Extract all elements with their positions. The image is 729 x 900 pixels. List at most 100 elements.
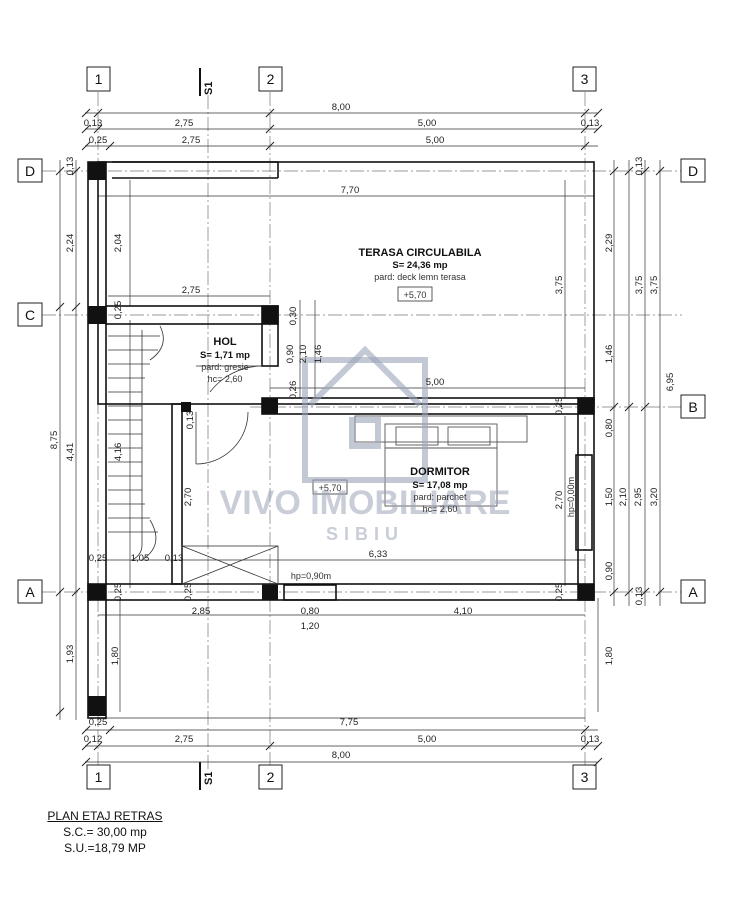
room-name-bedroom: DORMITOR: [410, 466, 470, 478]
dim-text: 0,26: [288, 381, 299, 400]
dim-text: 0,13: [165, 553, 184, 564]
dim-text: 0,25: [554, 583, 565, 602]
dim-text: 2,70: [183, 488, 194, 507]
dim-text: 0,30: [288, 307, 299, 326]
dim-text: 0,25: [89, 135, 108, 146]
dim-text: 2,24: [65, 234, 76, 253]
level-label: +5,70: [404, 290, 427, 300]
axis-label: 2: [267, 71, 275, 87]
dim-text: 2,85: [192, 606, 211, 617]
walls: [87, 161, 595, 719]
dim-text: 0,90: [285, 345, 296, 364]
dim-text: 5,00: [426, 377, 445, 388]
dim-text: 5,00: [418, 118, 437, 129]
dim-text: 1,20: [301, 621, 320, 632]
axis-marker-d-left: D: [17, 158, 43, 183]
dim-text: 4,41: [65, 443, 76, 462]
axis-label: A: [688, 584, 698, 600]
room-height-bedroom: hc= 2,60: [423, 504, 458, 514]
dim-text: 0,25: [113, 583, 124, 602]
dim-text: 1,46: [604, 345, 615, 364]
axis-label: D: [688, 163, 698, 179]
dim-text: 0,25: [554, 397, 565, 416]
dim-text: 1,46: [313, 345, 324, 364]
door-swings: [195, 365, 263, 465]
dim-text: 0,80: [301, 606, 320, 617]
dim-text: 2,04: [113, 234, 124, 253]
axis-marker-1-bottom: 1: [86, 764, 111, 790]
dim-text: 3,75: [634, 276, 645, 295]
dim-text: 5,00: [418, 734, 437, 745]
dim-text: 6,33: [369, 549, 388, 560]
room-floor-hol: pard: gresie: [201, 362, 249, 372]
window-height-note: hp=0,00m: [566, 477, 576, 517]
level-mark-terrace: +5,70: [397, 286, 433, 302]
section-label: S1: [203, 772, 215, 785]
dim-text: 7,70: [341, 185, 360, 196]
useful-area: S.U.=18,79 MP: [64, 841, 146, 855]
section-mark-top: S1: [199, 68, 215, 96]
dim-text: 2,95: [633, 488, 644, 507]
axis-marker-3-bottom: 3: [572, 764, 597, 790]
dim-text: 0,13: [581, 734, 600, 745]
axis-marker-2-top: 2: [258, 66, 283, 92]
dim-text: 1,80: [110, 647, 121, 666]
dim-text: 2,75: [182, 285, 201, 296]
dim-text: 0,13: [581, 118, 600, 129]
dim-text: 6,95: [665, 373, 676, 392]
dim-text: 0,13: [84, 118, 103, 129]
dim-text: 0,12: [84, 734, 103, 745]
wall-columns: [88, 162, 594, 716]
axis-marker-2-bottom: 2: [258, 764, 283, 790]
dim-text: 8,75: [49, 431, 60, 450]
dim-text: 2,10: [298, 345, 309, 364]
room-name-hol: HOL: [213, 336, 237, 348]
room-floor-bedroom: pard: parchet: [413, 492, 467, 502]
room-area-hol: S= 1,71 mp: [200, 350, 250, 361]
axis-label: 2: [267, 769, 275, 785]
dim-text: 0,13: [185, 411, 196, 430]
plan-legend: PLAN ETAJ RETRAS S.C.= 30,00 mp S.U.=18,…: [0, 808, 210, 856]
plan-title: PLAN ETAJ RETRAS: [47, 809, 163, 823]
dim-text: 0,80: [604, 419, 615, 438]
dim-text: 0,25: [89, 717, 108, 728]
dim-text: 4,10: [454, 606, 473, 617]
dim-text: 2,75: [175, 118, 194, 129]
axis-marker-a-left: A: [17, 579, 43, 604]
dim-text: 0,13: [634, 157, 645, 176]
dim-text: 7,75: [340, 717, 359, 728]
dimension-lines: [59, 112, 661, 763]
watermark-logo: [302, 345, 428, 483]
constructed-area: S.C.= 30,00 mp: [63, 825, 147, 839]
dim-text: 3,20: [649, 488, 660, 507]
dim-text: 0,90: [604, 562, 615, 581]
dimension-ticks: [55, 108, 665, 767]
dim-text: 2,75: [182, 135, 201, 146]
axis-label: D: [25, 163, 35, 179]
dim-text: 0,13: [65, 157, 76, 176]
dim-text: 3,75: [649, 276, 660, 295]
room-name-terrace: TERASA CIRCULABILA: [358, 247, 481, 259]
axis-marker-1-top: 1: [86, 66, 111, 92]
dim-text: 1,80: [604, 647, 615, 666]
axis-marker-d-right: D: [680, 158, 706, 183]
dim-text: 8,00: [332, 102, 351, 113]
axis-label: B: [688, 399, 697, 415]
dim-text: 0,25: [89, 553, 108, 564]
dim-text: 0,25: [183, 583, 194, 602]
axis-label: 3: [581, 769, 589, 785]
room-floor-terrace: pard: deck lemn terasa: [374, 272, 466, 282]
axis-grid-lines: [42, 92, 682, 770]
watermark-subtext: SIBIU: [326, 524, 404, 544]
door-height-note: hp=0,90m: [291, 571, 331, 581]
dim-text: 1,05: [131, 553, 150, 564]
dim-text: 4,16: [113, 443, 124, 462]
dim-text: 1,50: [604, 488, 615, 507]
axis-marker-a-right: A: [680, 579, 706, 604]
room-area-bedroom: S= 17,08 mp: [412, 480, 467, 491]
axis-marker-3-top: 3: [572, 66, 597, 92]
axis-marker-c-left: C: [17, 302, 43, 327]
dim-text: 2,75: [175, 734, 194, 745]
dim-text: 8,00: [332, 750, 351, 761]
